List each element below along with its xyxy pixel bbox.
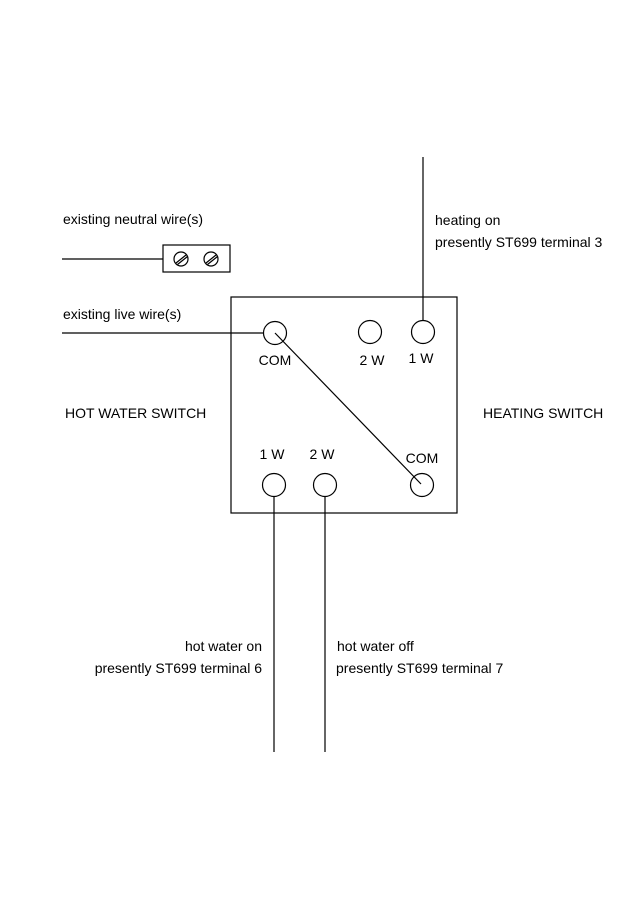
hot-water-on-label: hot water on	[184, 638, 262, 654]
hot-water-on-terminal-label: presently ST699 terminal 6	[94, 660, 262, 676]
terminal-1w-bottom	[261, 472, 287, 498]
connector-screw-2	[203, 251, 219, 267]
com-link-wire	[274, 332, 422, 485]
terminal-com-bottom	[409, 472, 435, 498]
hot-water-off-label: hot water off	[337, 638, 414, 654]
terminal-label-com-bottom: COM	[405, 450, 439, 466]
terminal-label-2w-bottom: 2 W	[309, 446, 335, 462]
neutral-connector-block	[162, 244, 231, 273]
connector-screw-1	[173, 251, 189, 267]
live-wire-label: existing live wire(s)	[63, 306, 182, 322]
terminal-label-2w-top: 2 W	[359, 352, 385, 368]
heating-on-terminal-label: presently ST699 terminal 3	[435, 234, 603, 250]
terminal-label-1w-top: 1 W	[408, 350, 434, 366]
neutral-wire-label: existing neutral wire(s)	[63, 211, 204, 227]
heating-switch-title: HEATING SWITCH	[483, 405, 604, 421]
terminal-2w-bottom	[312, 472, 338, 498]
terminal-label-com-top: COM	[258, 352, 292, 368]
heating-on-label: heating on	[435, 212, 501, 228]
hot-water-off-terminal-label: presently ST699 terminal 7	[336, 660, 504, 676]
switch-plate	[230, 296, 458, 514]
terminal-label-1w-bottom: 1 W	[259, 446, 285, 462]
terminal-1w-top	[410, 319, 436, 345]
hot-water-switch-title: HOT WATER SWITCH	[65, 405, 207, 421]
terminal-com-top	[262, 320, 288, 346]
terminal-2w-top	[357, 319, 383, 345]
